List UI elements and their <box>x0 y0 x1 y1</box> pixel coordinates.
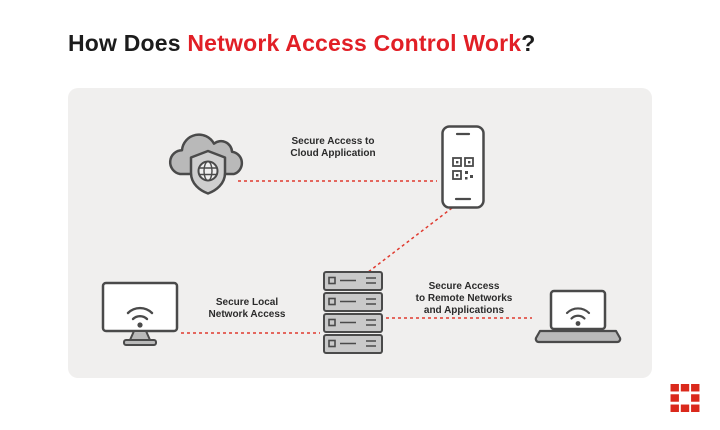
laptop-wifi-icon <box>534 289 622 344</box>
label-line: Secure Access <box>428 281 500 292</box>
label-line: and Applications <box>423 305 505 316</box>
label-local-access: Secure Local Network Access <box>209 297 286 321</box>
cloud-shield-globe-icon <box>168 133 244 195</box>
title-highlight: Network Access Control Work <box>187 30 522 56</box>
page-title: How Does Network Access Control Work? <box>68 30 536 57</box>
label-line: Cloud Application <box>290 148 376 159</box>
title-suffix: ? <box>521 30 536 56</box>
label-line: Secure Access to <box>291 136 375 147</box>
server-stack-icon <box>323 271 383 354</box>
fortinet-logo <box>670 384 700 412</box>
desktop-monitor-wifi-icon <box>101 281 179 346</box>
label-line: Network Access <box>208 309 286 320</box>
label-cloud-access: Secure Access to Cloud Application <box>290 136 375 160</box>
label-line: to Remote Networks <box>415 293 513 304</box>
label-line: Secure Local <box>215 297 279 308</box>
title-prefix: How Does <box>68 30 188 56</box>
smartphone-qr-code-icon <box>441 125 485 209</box>
label-remote-access: Secure Access to Remote Networks and App… <box>416 281 513 317</box>
